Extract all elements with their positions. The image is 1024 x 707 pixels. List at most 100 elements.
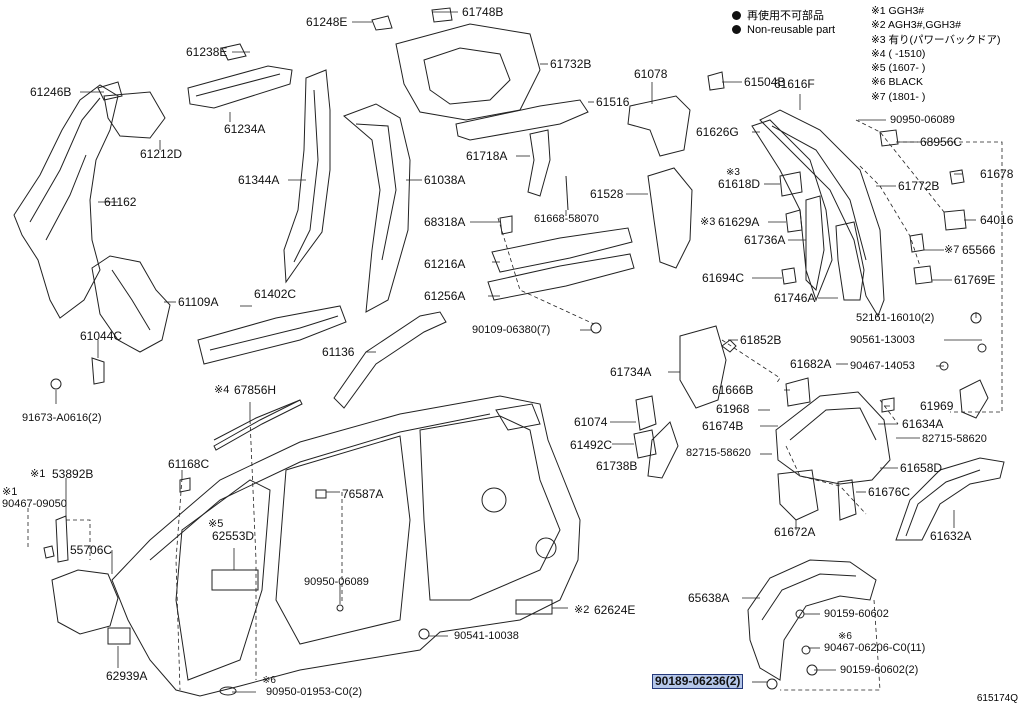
part-label[interactable]: 62624E bbox=[594, 603, 636, 617]
part-61162 bbox=[13, 84, 119, 319]
variant-mark: ※7 bbox=[944, 244, 960, 256]
part-label[interactable]: 61044C bbox=[80, 329, 123, 343]
part-label[interactable]: 61674B bbox=[702, 419, 744, 433]
part-label[interactable]: 61658D bbox=[900, 461, 943, 475]
part-label[interactable]: 67856H bbox=[234, 383, 277, 397]
diagram-code: 615174Q bbox=[976, 693, 1018, 704]
part-label[interactable]: 64016 bbox=[980, 213, 1014, 227]
part-label[interactable]: 61672A bbox=[774, 525, 816, 539]
part-label[interactable]: 61216A bbox=[424, 257, 466, 271]
part-61109A bbox=[91, 255, 171, 353]
part-label[interactable]: 61736A bbox=[744, 233, 786, 247]
part-label[interactable]: 61769E bbox=[954, 273, 996, 287]
part-label[interactable]: 61732B bbox=[550, 57, 592, 71]
part-label[interactable]: 82715-58620 bbox=[686, 447, 751, 459]
part-61676C bbox=[837, 479, 857, 521]
footnote-3: ※3 有り(パワーバックドア) bbox=[871, 33, 1001, 46]
part-label[interactable]: 61852B bbox=[740, 333, 782, 347]
part-label[interactable]: 68318A bbox=[424, 215, 466, 229]
part-label[interactable]: 61676C bbox=[868, 485, 911, 499]
part-label[interactable]: 90109-06380(7) bbox=[472, 324, 551, 336]
part-61402C bbox=[197, 305, 347, 365]
part-label[interactable]: 61968 bbox=[716, 402, 750, 416]
part-label[interactable]: 90467-06206-C0(11) bbox=[824, 642, 926, 654]
part-label[interactable]: 61504B bbox=[744, 75, 786, 89]
part-label[interactable]: 90467-09050 bbox=[2, 498, 67, 510]
part-label[interactable]: 55706C bbox=[70, 543, 113, 557]
part-label[interactable]: 62939A bbox=[106, 669, 148, 683]
part-label[interactable]: 61344A bbox=[238, 173, 280, 187]
part-label[interactable]: 61402C bbox=[254, 287, 297, 301]
part-label[interactable]: 61616F bbox=[774, 77, 815, 91]
part-label[interactable]: 65638A bbox=[688, 591, 730, 605]
part-label[interactable]: 61238E bbox=[186, 45, 228, 59]
part-label[interactable]: 61528 bbox=[590, 187, 624, 201]
part-label[interactable]: 65566 bbox=[962, 243, 996, 257]
part-label[interactable]: 61618D bbox=[718, 177, 761, 191]
part-label[interactable]: 90950-06089 bbox=[890, 114, 955, 126]
part-label[interactable]: 62553D bbox=[212, 529, 255, 543]
part-label[interactable]: 82715-58620 bbox=[922, 433, 987, 445]
part-label[interactable]: 61626G bbox=[696, 125, 739, 139]
part-label[interactable]: 61109A bbox=[178, 295, 219, 309]
part-label[interactable]: 61234A bbox=[224, 122, 266, 136]
part-label[interactable]: 68956C bbox=[920, 135, 963, 149]
footnote-7: ※7 (1801- ) bbox=[871, 90, 926, 103]
part-label[interactable]: 61678 bbox=[980, 167, 1014, 181]
part-label[interactable]: 61738B bbox=[596, 459, 638, 473]
part-62624E bbox=[515, 599, 553, 615]
part-label[interactable]: 90950-06089 bbox=[304, 576, 369, 588]
part-label[interactable]: 61748B bbox=[462, 5, 504, 19]
part-65638A bbox=[747, 559, 877, 681]
part-label[interactable]: 91673-A0616(2) bbox=[22, 412, 102, 424]
part-label[interactable]: 61038A bbox=[424, 173, 466, 187]
part-61626G bbox=[751, 119, 833, 302]
part-label[interactable]: 61634A bbox=[902, 417, 944, 431]
part-label[interactable]: 61632A bbox=[930, 529, 972, 543]
part-61736A bbox=[805, 195, 825, 292]
part-label[interactable]: 90159-60602 bbox=[824, 608, 889, 620]
part-55706C bbox=[51, 569, 119, 635]
part-label[interactable]: 61969 bbox=[920, 399, 954, 413]
part-label[interactable]: 61078 bbox=[634, 67, 668, 81]
part-61344A bbox=[283, 69, 331, 284]
part-label[interactable]: 61666B bbox=[712, 383, 754, 397]
part-label[interactable]: 61629A bbox=[718, 215, 760, 229]
part-label[interactable]: 61074 bbox=[574, 415, 608, 429]
part-label[interactable]: 61246B bbox=[30, 85, 72, 99]
part-label[interactable]: 61168C bbox=[168, 457, 210, 471]
part-label[interactable]: 61516 bbox=[596, 95, 630, 109]
legend-text-en: Non-reusable part bbox=[747, 24, 836, 36]
part-label[interactable]: 90467-14053 bbox=[850, 360, 915, 372]
part-label[interactable]: 52161-16010(2) bbox=[856, 312, 935, 324]
part-label[interactable]: 61492C bbox=[570, 438, 613, 452]
part-label[interactable]: 53892B bbox=[52, 467, 94, 481]
part-label[interactable]: 61256A bbox=[424, 289, 466, 303]
part-61516 bbox=[455, 99, 589, 141]
part-61616F bbox=[759, 109, 885, 318]
part-61718A bbox=[527, 129, 551, 197]
part-label[interactable]: 61694C bbox=[702, 271, 745, 285]
part-61136 bbox=[333, 311, 447, 409]
highlighted-part-label[interactable]: 90189-06236(2) bbox=[652, 674, 744, 689]
part-label[interactable]: 76587A bbox=[342, 487, 384, 501]
part-61492C bbox=[633, 429, 657, 459]
part-label[interactable]: 61746A bbox=[774, 291, 816, 305]
part-label[interactable]: 61136 bbox=[322, 345, 355, 359]
part-label[interactable]: 61718A bbox=[466, 149, 508, 163]
part-label[interactable]: 61212D bbox=[140, 147, 183, 161]
part-61212D bbox=[103, 91, 166, 139]
part-label[interactable]: 90541-10038 bbox=[454, 630, 519, 642]
non-reusable-dot-icon bbox=[732, 11, 741, 20]
part-label[interactable]: 61682A bbox=[790, 357, 832, 371]
part-label[interactable]: 90561-13003 bbox=[850, 334, 915, 346]
part-label[interactable]: 61734A bbox=[610, 365, 652, 379]
part-67856H bbox=[213, 399, 303, 451]
part-label[interactable]: 61668-58070 bbox=[534, 213, 599, 225]
part-label[interactable]: 61248E bbox=[306, 15, 348, 29]
part-label[interactable]: 61772B bbox=[898, 179, 940, 193]
part-label[interactable]: 90159-60602(2) bbox=[840, 664, 919, 676]
part-label[interactable]: 61162 bbox=[104, 195, 137, 209]
part-label[interactable]: 90950-01953-C0(2) bbox=[266, 686, 363, 698]
